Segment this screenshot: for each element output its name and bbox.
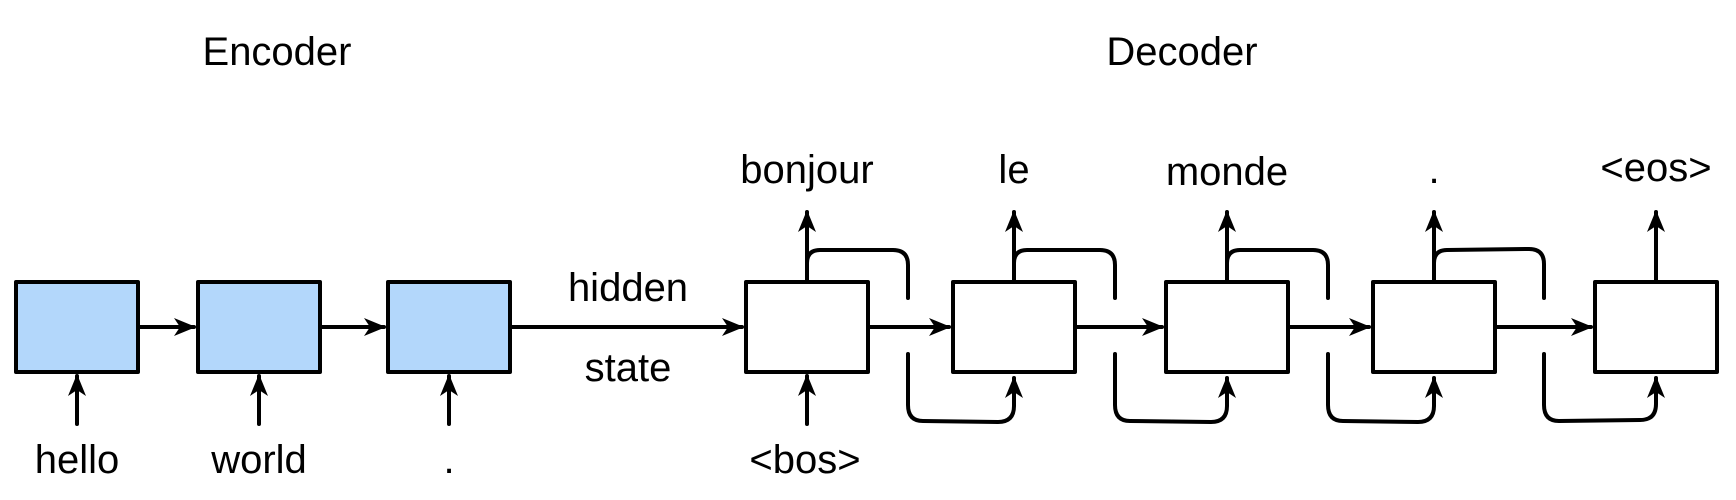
decoder-cell-2 bbox=[951, 280, 1077, 374]
decoder-cell-5 bbox=[1593, 280, 1719, 374]
feedback-top-4 bbox=[1432, 247, 1546, 300]
hidden-state-label-2: state bbox=[584, 346, 672, 390]
feedback-bottom-1 bbox=[906, 352, 1023, 424]
encoder-cell-1 bbox=[14, 280, 140, 374]
encoder-cell-3 bbox=[386, 280, 512, 374]
encoder-input-1: hello bbox=[34, 438, 120, 482]
decoder-output-3: monde bbox=[1165, 150, 1289, 194]
hidden-state-label-1: hidden bbox=[567, 266, 689, 310]
decoder-cell-1 bbox=[744, 280, 870, 374]
feedback-bottom-3 bbox=[1326, 352, 1443, 424]
decoder-start-token: <bos> bbox=[749, 438, 861, 482]
decoder-output-2: le bbox=[998, 148, 1030, 192]
encoder-input-3: . bbox=[443, 438, 455, 482]
feedback-bottom-4 bbox=[1542, 352, 1665, 423]
feedback-top-1 bbox=[805, 248, 910, 300]
decoder-cell-3 bbox=[1164, 280, 1290, 374]
feedback-top-3 bbox=[1225, 248, 1330, 300]
decoder-cell-4 bbox=[1371, 280, 1497, 374]
feedback-top-2 bbox=[1012, 248, 1117, 300]
encoder-title: Encoder bbox=[202, 30, 352, 74]
decoder-output-1: bonjour bbox=[740, 148, 874, 192]
decoder-title: Decoder bbox=[1106, 30, 1258, 74]
decoder-output-4: . bbox=[1428, 148, 1440, 192]
feedback-bottom-2 bbox=[1113, 352, 1236, 424]
encoder-cell-2 bbox=[196, 280, 322, 374]
decoder-output-5: <eos> bbox=[1600, 146, 1712, 190]
encoder-input-2: world bbox=[211, 438, 307, 482]
